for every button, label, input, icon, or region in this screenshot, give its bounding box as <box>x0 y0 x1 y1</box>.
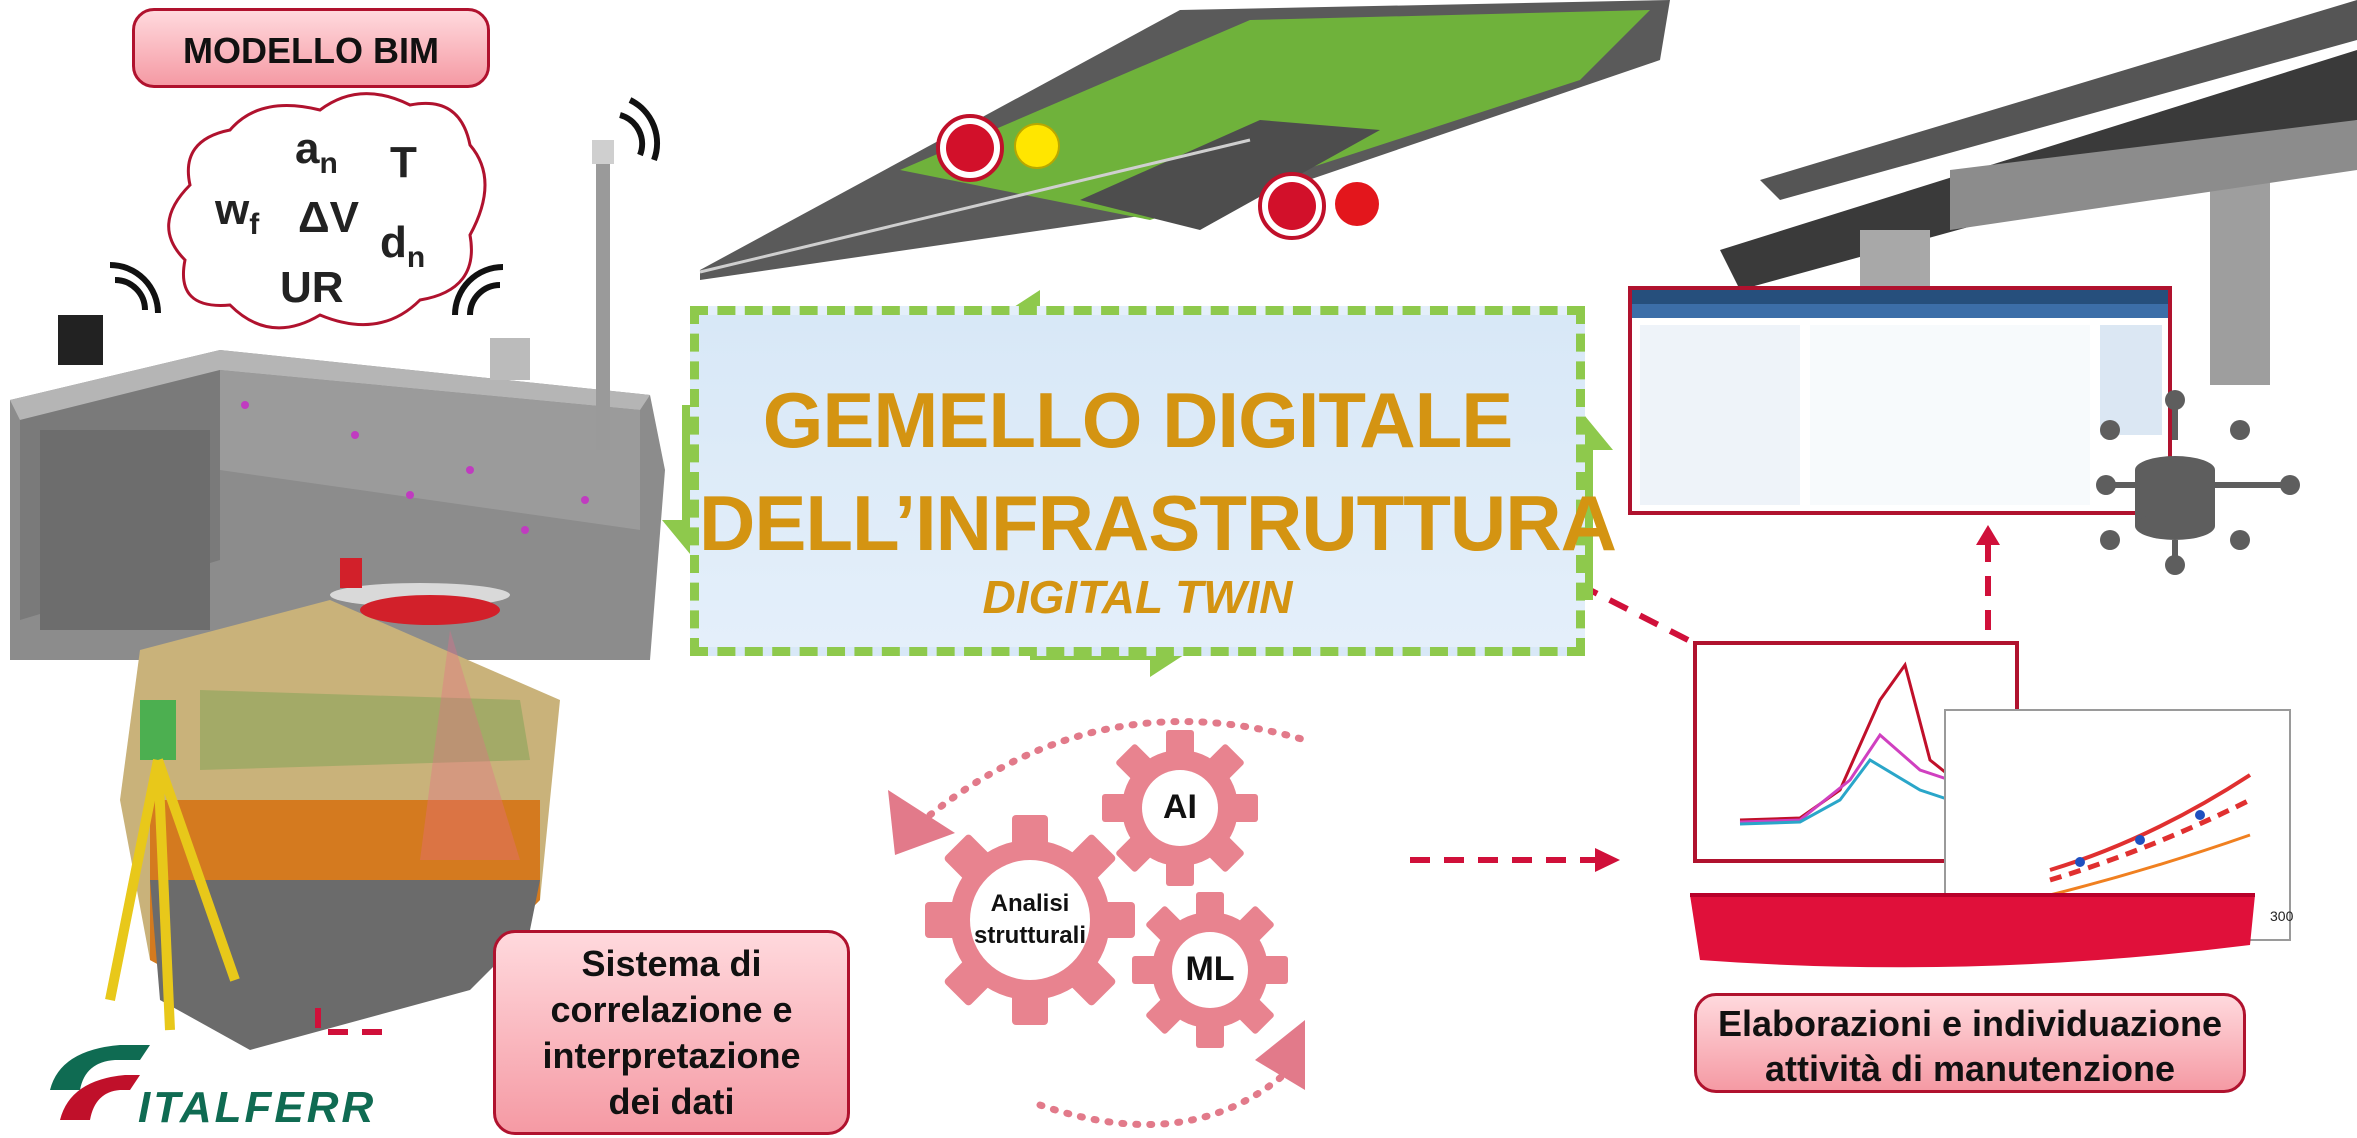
gear-ml-label: ML <box>1185 950 1235 988</box>
steel-bridge-render <box>1720 0 2357 385</box>
status-markers <box>936 114 1379 240</box>
maintenance-label: Elaborazioni e individuazione attività d… <box>1694 993 2246 1093</box>
gear-analisi <box>925 815 1135 1025</box>
italferr-logo-text: ITALFERR <box>138 1083 377 1132</box>
gear-analisi-label: Analisi strutturali <box>973 890 1086 949</box>
sensor-devices <box>58 97 661 380</box>
bim-model-label: MODELLO BIM <box>132 8 490 88</box>
parameters-cloud <box>167 92 487 330</box>
gear-ai <box>1102 730 1258 886</box>
concrete-bridge-illustration <box>10 350 665 660</box>
terrain-illustration <box>120 600 560 1050</box>
gear-ai-label: AI <box>1163 788 1197 826</box>
var-dn: dn <box>380 218 426 274</box>
digital-twin-title-line2: DELL’INFRASTRUTTURA <box>699 479 1617 567</box>
var-delta-v: ΔV <box>298 193 359 242</box>
software-screenshot <box>1628 286 2172 515</box>
var-T: T <box>390 138 417 187</box>
railway-station-render <box>699 0 1670 280</box>
lidar-aircraft <box>330 558 520 860</box>
digital-twin-subtitle: DIGITAL TWIN <box>982 571 1293 623</box>
database-icon <box>2096 390 2300 575</box>
var-wf: wf <box>215 185 260 241</box>
var-an: an <box>295 124 338 180</box>
correlation-system-label: Sistema di correlazione e interpretazion… <box>493 930 850 1135</box>
deck-fem-model <box>1690 893 2255 968</box>
var-UR: UR <box>280 263 344 312</box>
laser-scanner-tripod <box>105 700 240 1031</box>
italferr-logo-mark <box>50 1045 150 1120</box>
gear-cycle-arcs <box>888 718 1309 1128</box>
digital-twin-title-line1: GEMELLO DIGITALE <box>762 376 1514 464</box>
antenna-pole <box>592 140 614 450</box>
digital-twin-panel: GEMELLO DIGITALE DELL’INFRASTRUTTURA DIG… <box>690 306 1617 656</box>
chart-axis-tick: 300 <box>2270 908 2294 924</box>
gear-ml <box>1132 892 1288 1048</box>
